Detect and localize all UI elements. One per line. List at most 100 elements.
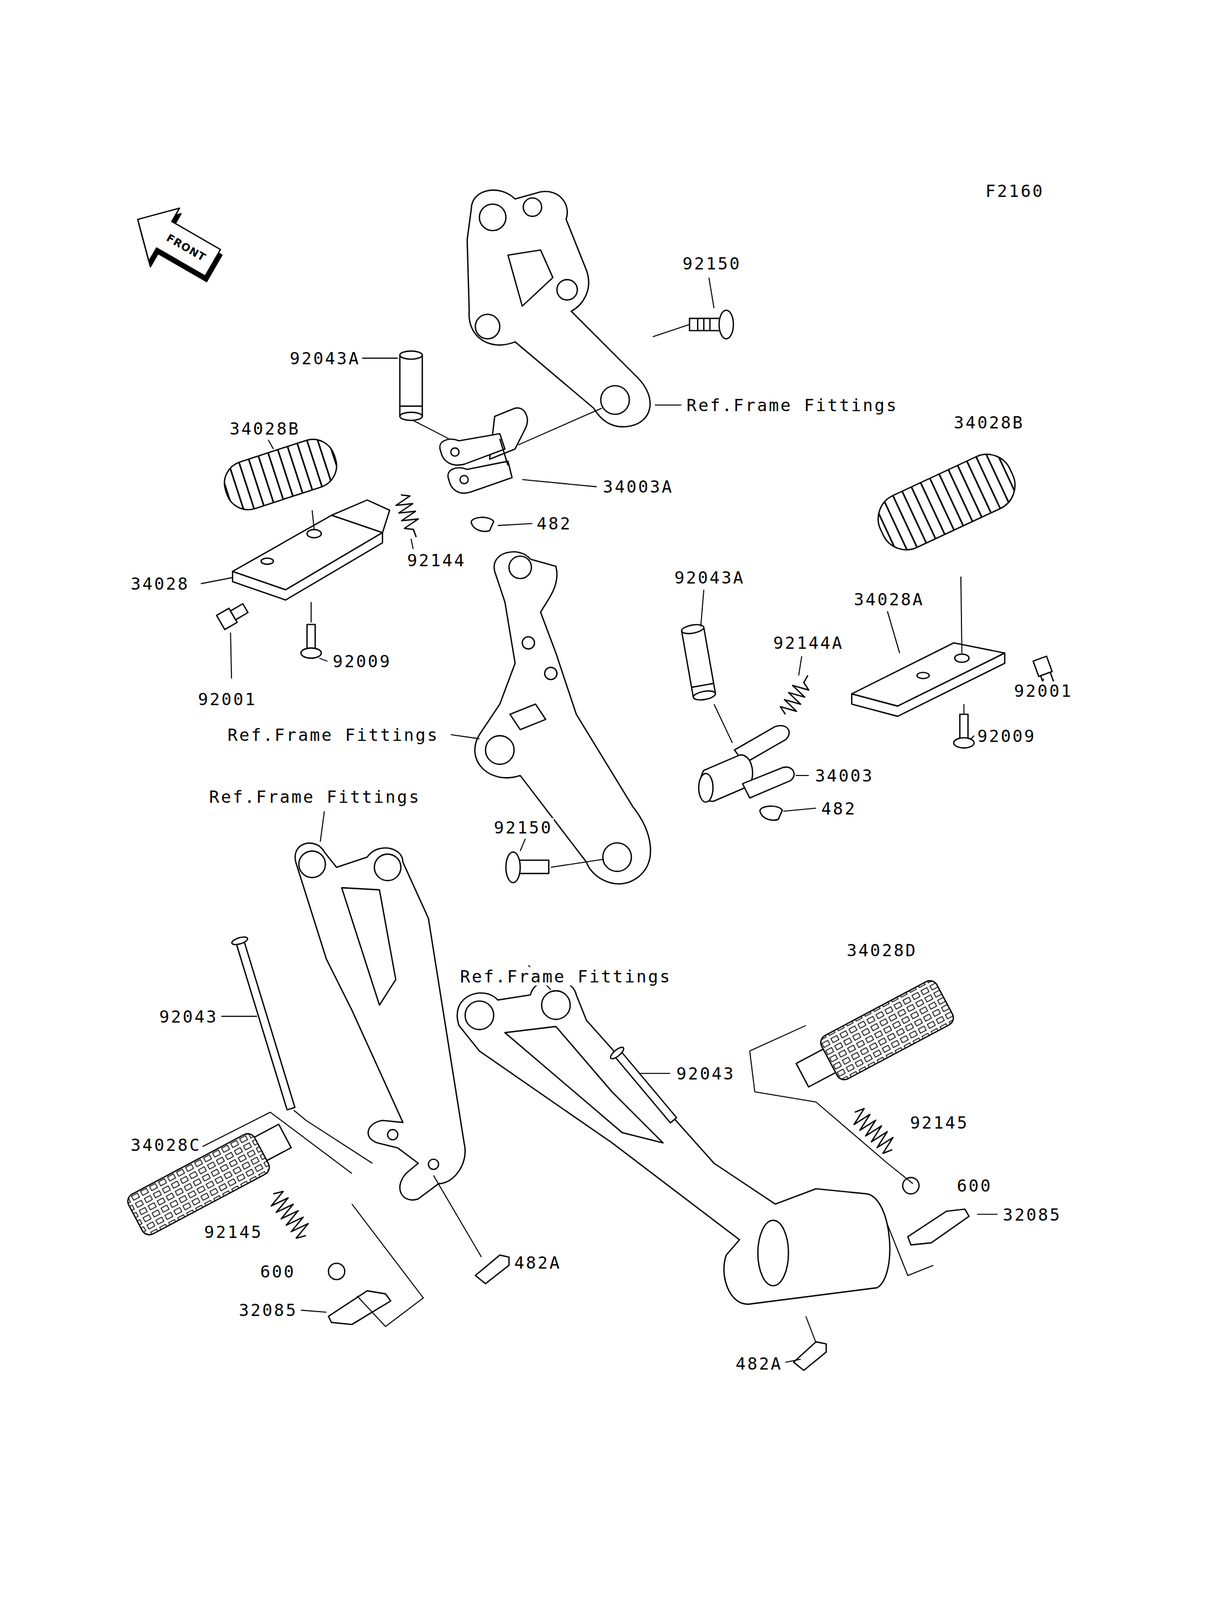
leader-lines: [411, 538, 414, 549]
callout-number: 92144: [405, 550, 467, 570]
leader-lines: [293, 1109, 373, 1163]
callout-number: 92009: [975, 726, 1037, 745]
callout-number: 92150: [492, 818, 554, 837]
leader-lines: [433, 1175, 482, 1257]
leader-lines: [654, 404, 682, 406]
passenger-bracket-left: [295, 842, 466, 1200]
rider-bracket-top: [467, 190, 651, 427]
reference-note: Ref.Frame Fittings: [458, 967, 673, 986]
pin: [692, 689, 717, 702]
callout-number: 92150: [681, 253, 743, 273]
leader-lines: [795, 774, 810, 776]
spring: [393, 491, 424, 540]
detent-plate: [907, 1208, 970, 1245]
leader-lines: [887, 611, 900, 654]
spring: [848, 1105, 899, 1157]
pin: [399, 350, 423, 360]
leader-lines: [221, 1015, 258, 1017]
passenger-bracket-left: [374, 853, 401, 881]
leader-lines: [713, 703, 733, 743]
callout-number: 482A: [513, 1252, 563, 1271]
footpeg-rubber: [218, 433, 343, 516]
callout-number: 34028: [129, 574, 191, 593]
spring: [266, 1187, 313, 1241]
front-arrow: [122, 192, 229, 290]
callout-number: 92144A: [772, 633, 845, 652]
pin: [608, 1045, 680, 1126]
callout-number: 92145: [909, 1112, 970, 1131]
callout-number: 34028A: [852, 589, 926, 608]
passenger-bracket-right: [465, 1000, 494, 1029]
rider-bracket-top: [523, 197, 542, 217]
pin: [680, 622, 717, 702]
footpeg-base: [232, 499, 390, 600]
callout-number: 34003: [814, 766, 876, 785]
rider-bracket-middle: [521, 636, 535, 649]
callout-number: 92043: [675, 1064, 737, 1083]
leader-lines: [708, 277, 714, 309]
pin: [230, 935, 299, 1111]
clip-plate: [793, 1341, 827, 1370]
callout-number: 92043A: [673, 568, 746, 587]
callout-number: 482A: [734, 1353, 784, 1372]
peg-clevis: [460, 475, 469, 484]
pin: [230, 935, 249, 946]
rider-bracket-top: [467, 190, 651, 427]
footpeg-base: [232, 532, 383, 601]
footpeg-base: [954, 653, 970, 662]
footpeg-rubber: [218, 433, 343, 516]
passenger-bracket-left: [387, 1129, 398, 1140]
clip-plate: [475, 1254, 509, 1284]
callout-number: 92043A: [288, 348, 362, 367]
ball: [902, 1177, 920, 1194]
footpeg-base: [916, 672, 930, 679]
screw: [301, 647, 322, 658]
leader-lines: [450, 734, 480, 739]
callout-number: 600: [259, 1261, 297, 1280]
footpeg-base: [851, 653, 1005, 717]
leader-lines: [194, 277, 1044, 1362]
footpeg-rubber: [869, 445, 1024, 558]
bolt: [689, 310, 734, 339]
spring: [266, 1187, 313, 1241]
rider-bracket-middle: [474, 551, 651, 884]
screw: [301, 624, 322, 658]
clip: [471, 516, 494, 531]
rider-bracket-middle: [544, 666, 558, 680]
bolt: [697, 318, 710, 331]
leader-lines: [521, 479, 597, 487]
callout-number: 92043: [157, 1006, 219, 1026]
leader-lines: [320, 810, 325, 842]
leader-lines: [963, 703, 965, 714]
passenger-bracket-right: [541, 990, 570, 1019]
pin: [614, 1050, 677, 1123]
passenger-bracket-right: [457, 979, 891, 1304]
peg-clevis: [742, 766, 795, 798]
pin: [399, 405, 423, 407]
bolt: [505, 851, 549, 883]
callout-number: 600: [955, 1176, 994, 1195]
callout-number: 34028D: [845, 940, 918, 959]
footpeg-rubber: [869, 445, 1024, 558]
pin: [399, 355, 423, 417]
leader-lines: [520, 838, 526, 852]
rider-bracket-middle: [509, 556, 532, 579]
screw: [953, 713, 975, 748]
peg-clevis: [499, 438, 509, 466]
callout-number: 482: [820, 798, 858, 818]
passenger-bracket-right: [757, 1220, 789, 1286]
reference-note: Ref.Frame Fittings: [208, 787, 422, 806]
rider-bracket-middle: [474, 551, 651, 884]
passenger-peg: [818, 977, 957, 1082]
peg-clevis: [447, 461, 512, 493]
clip: [760, 805, 783, 820]
leader-lines: [318, 658, 328, 661]
leader-lines: [518, 408, 602, 446]
bolt: [505, 851, 521, 883]
spring: [848, 1105, 899, 1157]
leader-lines: [977, 1213, 998, 1215]
bolt: [216, 600, 250, 630]
spring: [778, 670, 816, 718]
passenger-peg: [124, 1130, 273, 1237]
pin: [399, 350, 423, 420]
